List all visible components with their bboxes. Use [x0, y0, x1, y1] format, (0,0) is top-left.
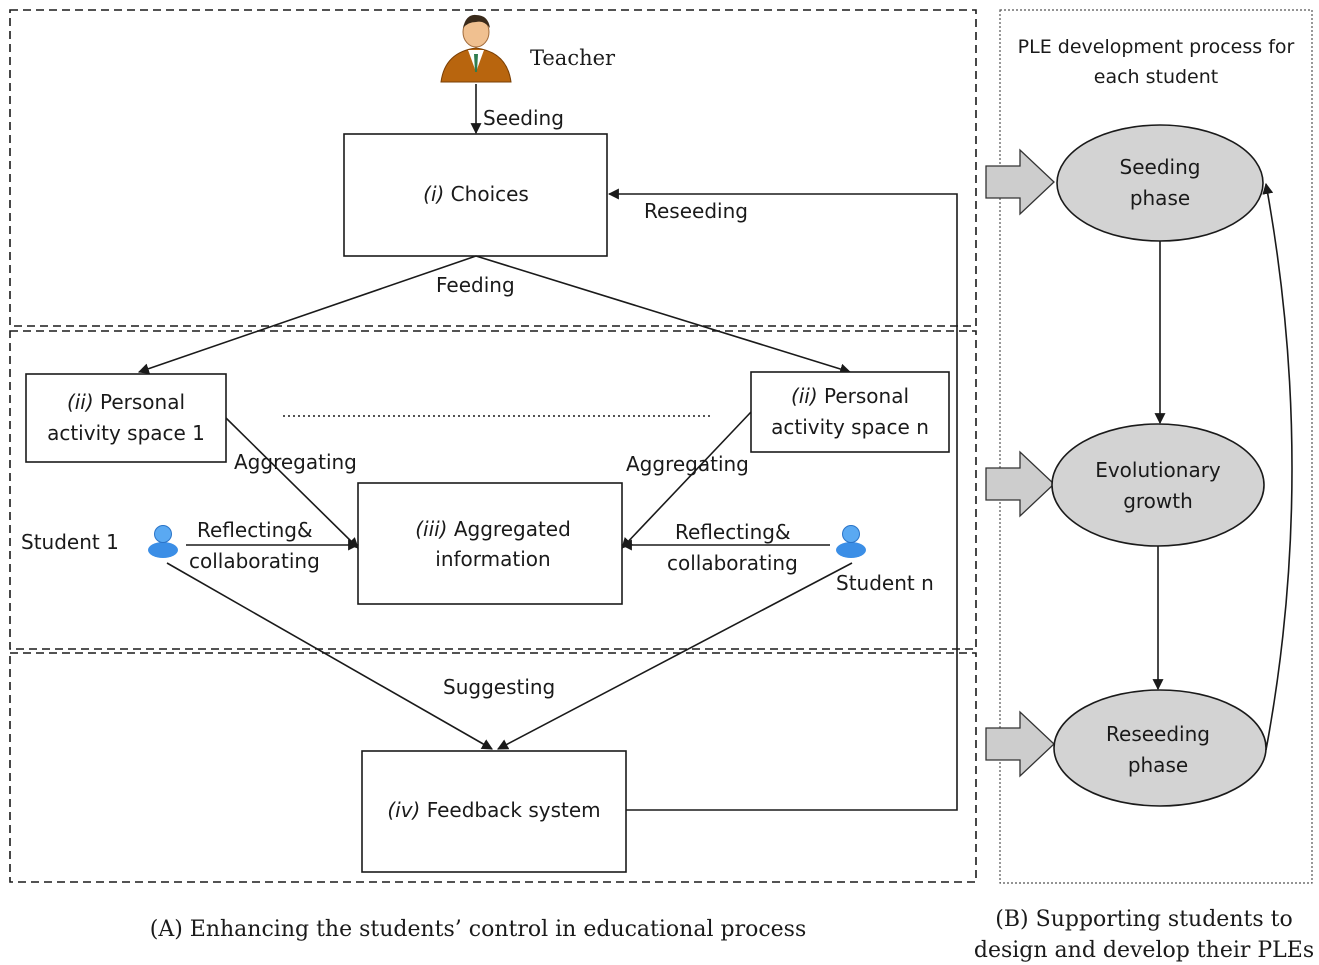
activity-space-n-line1: (ii) Personal: [791, 384, 909, 408]
activity-space-1-word: Personal: [94, 390, 185, 414]
phase-reseeding: [1053, 689, 1267, 807]
suggesting-arrow-right: [497, 562, 853, 750]
caption-a: (A) Enhancing the students’ control in e…: [150, 917, 807, 942]
block-arrow-evolutionary: [985, 450, 1055, 518]
student-1-label: Student 1: [21, 530, 119, 554]
seeding-label: Seeding: [483, 106, 564, 130]
section-frame-middle: [9, 330, 977, 650]
reseeding-label: Reseeding: [644, 199, 748, 223]
phase-seeding-line2: phase: [1130, 186, 1190, 210]
phase-reseeding-line2: phase: [1128, 753, 1188, 777]
activity-space-1-line1: (ii) Personal: [67, 390, 185, 414]
feedback-system-label: (iv) Feedback system: [387, 798, 600, 822]
activity-space-1-num: (ii): [67, 390, 94, 414]
aggregated-info-line1: (iii) Aggregated: [415, 517, 571, 541]
aggregated-info-box: [357, 482, 623, 605]
activity-space-n-word: Personal: [818, 384, 909, 408]
activity-space-n-line2: activity space n: [771, 415, 929, 439]
feedback-system-num: (iv): [387, 798, 420, 822]
choices-text: Choices: [444, 182, 529, 206]
student-n-label: Student n: [836, 571, 934, 595]
aggregated-info-num: (iii): [415, 517, 447, 541]
caption-b-line1: (B) Supporting students to: [995, 907, 1292, 932]
feeding-label: Feeding: [436, 273, 515, 297]
aggregated-info-line2: information: [435, 547, 550, 571]
student-1-icon: [148, 525, 178, 558]
caption-b-line2: design and develop their PLEs: [974, 938, 1314, 963]
phase-loop-arrow: [1262, 182, 1293, 751]
phase-evolutionary-line2: growth: [1123, 489, 1193, 513]
reflecting-label-right-2: collaborating: [667, 551, 798, 575]
phase-seeding: [1056, 124, 1264, 242]
phase-seeding-line1: Seeding: [1120, 155, 1201, 179]
panel-title-line2: each student: [1094, 66, 1219, 88]
student-n-icon: [836, 525, 866, 558]
aggregating-arrow-right: [621, 411, 752, 549]
block-arrow-reseeding: [985, 710, 1055, 778]
aggregating-label-right: Aggregating: [626, 452, 749, 476]
phase-reseeding-line1: Reseeding: [1106, 722, 1210, 746]
suggesting-arrow-left: [166, 562, 493, 750]
feeding-arrow-right: [475, 255, 852, 375]
reflecting-label-left-2: collaborating: [189, 549, 320, 573]
choices-label: (i) Choices: [423, 182, 529, 206]
suggesting-label: Suggesting: [443, 675, 555, 699]
block-arrow-seeding: [985, 148, 1055, 216]
feeding-arrow-left: [137, 255, 477, 374]
feedback-system-text: Feedback system: [420, 798, 600, 822]
reflecting-label-right-1: Reflecting&: [675, 520, 791, 544]
choices-num: (i): [423, 182, 444, 206]
activity-space-n-num: (ii): [791, 384, 818, 408]
feedback-system-box: [361, 750, 627, 873]
aggregated-info-word: Aggregated: [447, 517, 570, 541]
right-panel-frame: [999, 9, 1313, 884]
phase-evolutionary: [1051, 423, 1265, 547]
teacher-icon: [440, 14, 512, 83]
section-frame-bottom: [9, 652, 977, 883]
choices-box: [343, 133, 608, 257]
activity-space-n-box: [750, 371, 950, 453]
aggregating-label-left: Aggregating: [234, 450, 357, 474]
activity-space-1-line2: activity space 1: [47, 421, 205, 445]
aggregating-arrow-left: [225, 417, 359, 549]
phase-evolutionary-line1: Evolutionary: [1095, 458, 1221, 482]
panel-title-line1: PLE development process for: [1018, 36, 1295, 58]
section-frame-top: [9, 9, 977, 327]
reflecting-label-left-1: Reflecting&: [197, 518, 313, 542]
activity-space-1-box: [25, 373, 227, 463]
reseeding-arrow: [607, 188, 958, 811]
teacher-label: Teacher: [530, 46, 616, 70]
